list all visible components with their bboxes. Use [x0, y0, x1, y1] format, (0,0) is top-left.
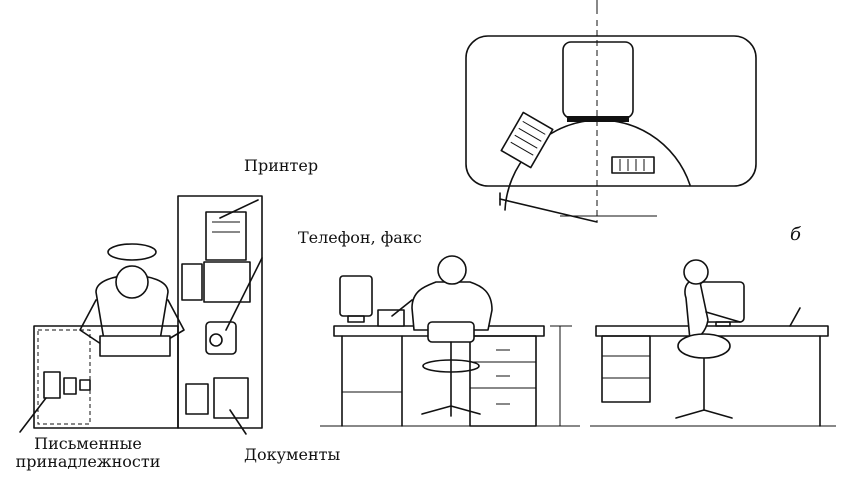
- chair-seat-side: [677, 333, 731, 359]
- side-view: [590, 259, 836, 427]
- monitor-side-plan: [203, 261, 251, 303]
- phone-front: [377, 309, 405, 327]
- operator-arm-front: [391, 299, 413, 317]
- operator-head-side: [683, 259, 709, 285]
- documents-pointer: [229, 409, 247, 435]
- plan-view-top: [465, 0, 757, 223]
- desk-top-plan: [465, 35, 757, 187]
- front-view: [320, 255, 580, 427]
- printer-pointer: [219, 199, 259, 219]
- operator-head-plan: [115, 265, 149, 299]
- reach-radius-line: [499, 198, 598, 223]
- document-holder-plan: [500, 111, 554, 169]
- label-stationery-line2: принадлежности: [15, 452, 161, 471]
- drawer-unit-side: [601, 335, 651, 403]
- side-desk-plan: [177, 195, 263, 429]
- stationery-item-3: [79, 379, 91, 391]
- main-desk-plan: [33, 325, 179, 429]
- keyboard-plan: [611, 156, 655, 174]
- reach-arc: [504, 119, 691, 211]
- label-documents: Документы: [244, 445, 341, 464]
- operator-back-front: [411, 281, 493, 331]
- operator-head-front: [437, 255, 467, 285]
- document-tray-1: [185, 383, 209, 415]
- monitor-front: [339, 275, 373, 317]
- chair-back-front: [427, 321, 475, 343]
- document-tray-2: [213, 377, 249, 419]
- monitor-base-plan: [567, 116, 629, 122]
- label-stationery: Письменные принадлежности: [8, 435, 168, 471]
- printer-plan: [205, 211, 247, 261]
- keyboard-side-plan: [181, 263, 203, 301]
- figure-letter: б: [790, 224, 801, 245]
- stationery-item-1: [43, 371, 61, 399]
- plan-view-left: [19, 195, 263, 435]
- chair-back-plan: [107, 243, 157, 261]
- label-phone-fax: Телефон, факс: [298, 228, 422, 247]
- label-stationery-line1: Письменные: [34, 434, 142, 453]
- operator-arm-side: [705, 311, 741, 323]
- drawer-outline: [37, 329, 91, 425]
- stationery-item-2: [63, 377, 77, 395]
- label-printer: Принтер: [244, 156, 319, 175]
- monitor-plan: [562, 41, 634, 119]
- keyboard-main-plan: [99, 335, 171, 357]
- phone-pointer: [225, 257, 263, 331]
- stationery-pointer: [19, 397, 47, 433]
